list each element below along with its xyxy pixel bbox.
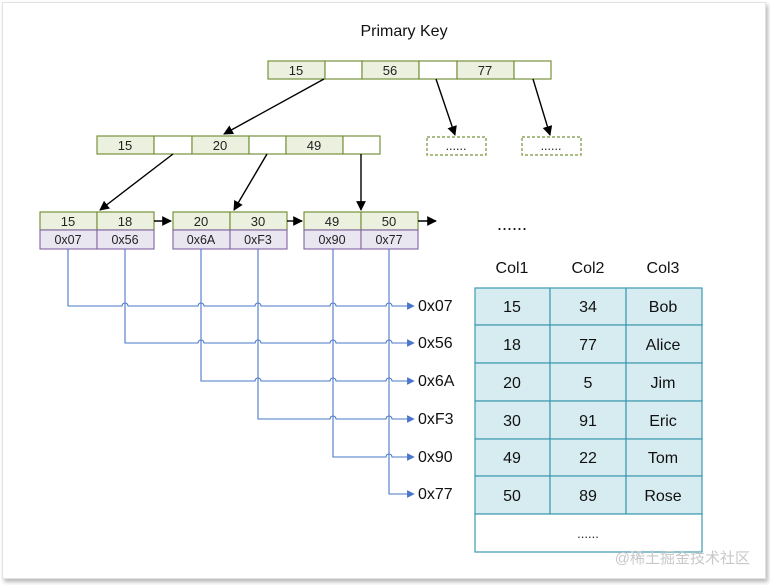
table-value: Alice — [646, 337, 681, 354]
leaf-address: 0x56 — [111, 233, 138, 247]
table-value: 30 — [503, 413, 521, 430]
row-pointer-lines — [67, 249, 415, 498]
leaf-address: 0x77 — [375, 233, 402, 247]
root-pointer-cell — [324, 60, 363, 80]
table-cell — [474, 438, 551, 477]
row-address: 0x07 — [418, 298, 453, 315]
table-cell — [549, 287, 627, 326]
root-key: 15 — [289, 63, 303, 78]
table-value: 20 — [503, 375, 521, 392]
leaf-key: 49 — [325, 214, 339, 229]
table-cell — [625, 400, 703, 440]
table-value: 77 — [579, 337, 597, 354]
placeholder-node: ...... — [426, 136, 487, 156]
internal-key: 20 — [213, 138, 227, 153]
leaf-key: 50 — [382, 214, 396, 229]
table-header: Col1 — [496, 260, 529, 277]
root-pointer-cell — [418, 60, 458, 80]
internal-node: 15 20 49 — [96, 135, 381, 155]
placeholder-text: ...... — [446, 139, 467, 153]
table-value: 5 — [584, 375, 593, 392]
table-cell — [474, 324, 551, 364]
leaf-node: 20 30 0x6A 0xF3 — [172, 211, 288, 250]
watermark: @稀土掘金技术社区 — [615, 550, 750, 567]
leaf-address: 0xF3 — [244, 233, 272, 247]
diagram-title: Primary Key — [360, 23, 447, 40]
row-address: 0x56 — [418, 335, 453, 352]
row-address: 0xF3 — [418, 411, 454, 428]
table-cell — [625, 287, 703, 326]
row-address-labels: 0x07 0x56 0x6A 0xF3 0x90 0x77 — [418, 298, 455, 503]
root-key: 77 — [478, 63, 492, 78]
leaf-key: 18 — [118, 214, 132, 229]
table-cell — [549, 362, 627, 402]
table-cell — [474, 400, 551, 440]
table-header: Col2 — [572, 260, 605, 277]
table-value: 49 — [503, 450, 521, 467]
table-value: 50 — [503, 488, 521, 505]
table-value: 91 — [579, 413, 597, 430]
table-cell — [625, 475, 703, 515]
table-value: 18 — [503, 337, 521, 354]
table-header: Col3 — [647, 260, 680, 277]
internal-pointer-cell — [342, 135, 381, 155]
table-value: Eric — [649, 413, 677, 430]
leaf-key: 15 — [61, 214, 75, 229]
table-value: 15 — [503, 299, 521, 316]
row-address: 0x6A — [418, 373, 455, 390]
internal-pointer-cell — [248, 135, 287, 155]
row-address: 0x77 — [418, 486, 453, 503]
internal-pointer-cell — [153, 135, 193, 155]
placeholder-text: ...... — [541, 139, 562, 153]
leaf-key: 20 — [194, 214, 208, 229]
table-value: 34 — [579, 299, 597, 316]
internal-key: 49 — [307, 138, 321, 153]
row-address: 0x90 — [418, 449, 453, 466]
table-cell — [625, 324, 703, 364]
leaf-address: 0x90 — [318, 233, 345, 247]
table-value: Jim — [651, 375, 676, 392]
data-table: Col1 Col2 Col3 15 34 Bob 18 77 Alic — [474, 260, 703, 553]
root-pointer-cell — [513, 60, 552, 80]
continuation-ellipsis: ...... — [497, 214, 527, 234]
leaf-address: 0x07 — [54, 233, 81, 247]
table-value: 89 — [579, 488, 597, 505]
leaf-address: 0x6A — [187, 233, 216, 247]
leaf-key: 30 — [251, 214, 265, 229]
placeholder-node: ...... — [521, 136, 582, 156]
table-value: 22 — [579, 450, 597, 467]
table-value: Bob — [649, 299, 678, 316]
table-cell — [625, 362, 703, 402]
table-value: Rose — [644, 488, 681, 505]
root-node: 15 56 77 — [267, 60, 552, 80]
leaf-node: 49 50 0x90 0x77 — [303, 211, 419, 250]
tree-arrows — [99, 78, 553, 226]
internal-key: 15 — [118, 138, 132, 153]
leaf-node: 15 18 0x07 0x56 — [39, 211, 155, 250]
root-key: 56 — [383, 63, 397, 78]
table-more-text: ...... — [577, 526, 599, 541]
table-more-row — [474, 513, 703, 553]
table-value: Tom — [648, 450, 678, 467]
